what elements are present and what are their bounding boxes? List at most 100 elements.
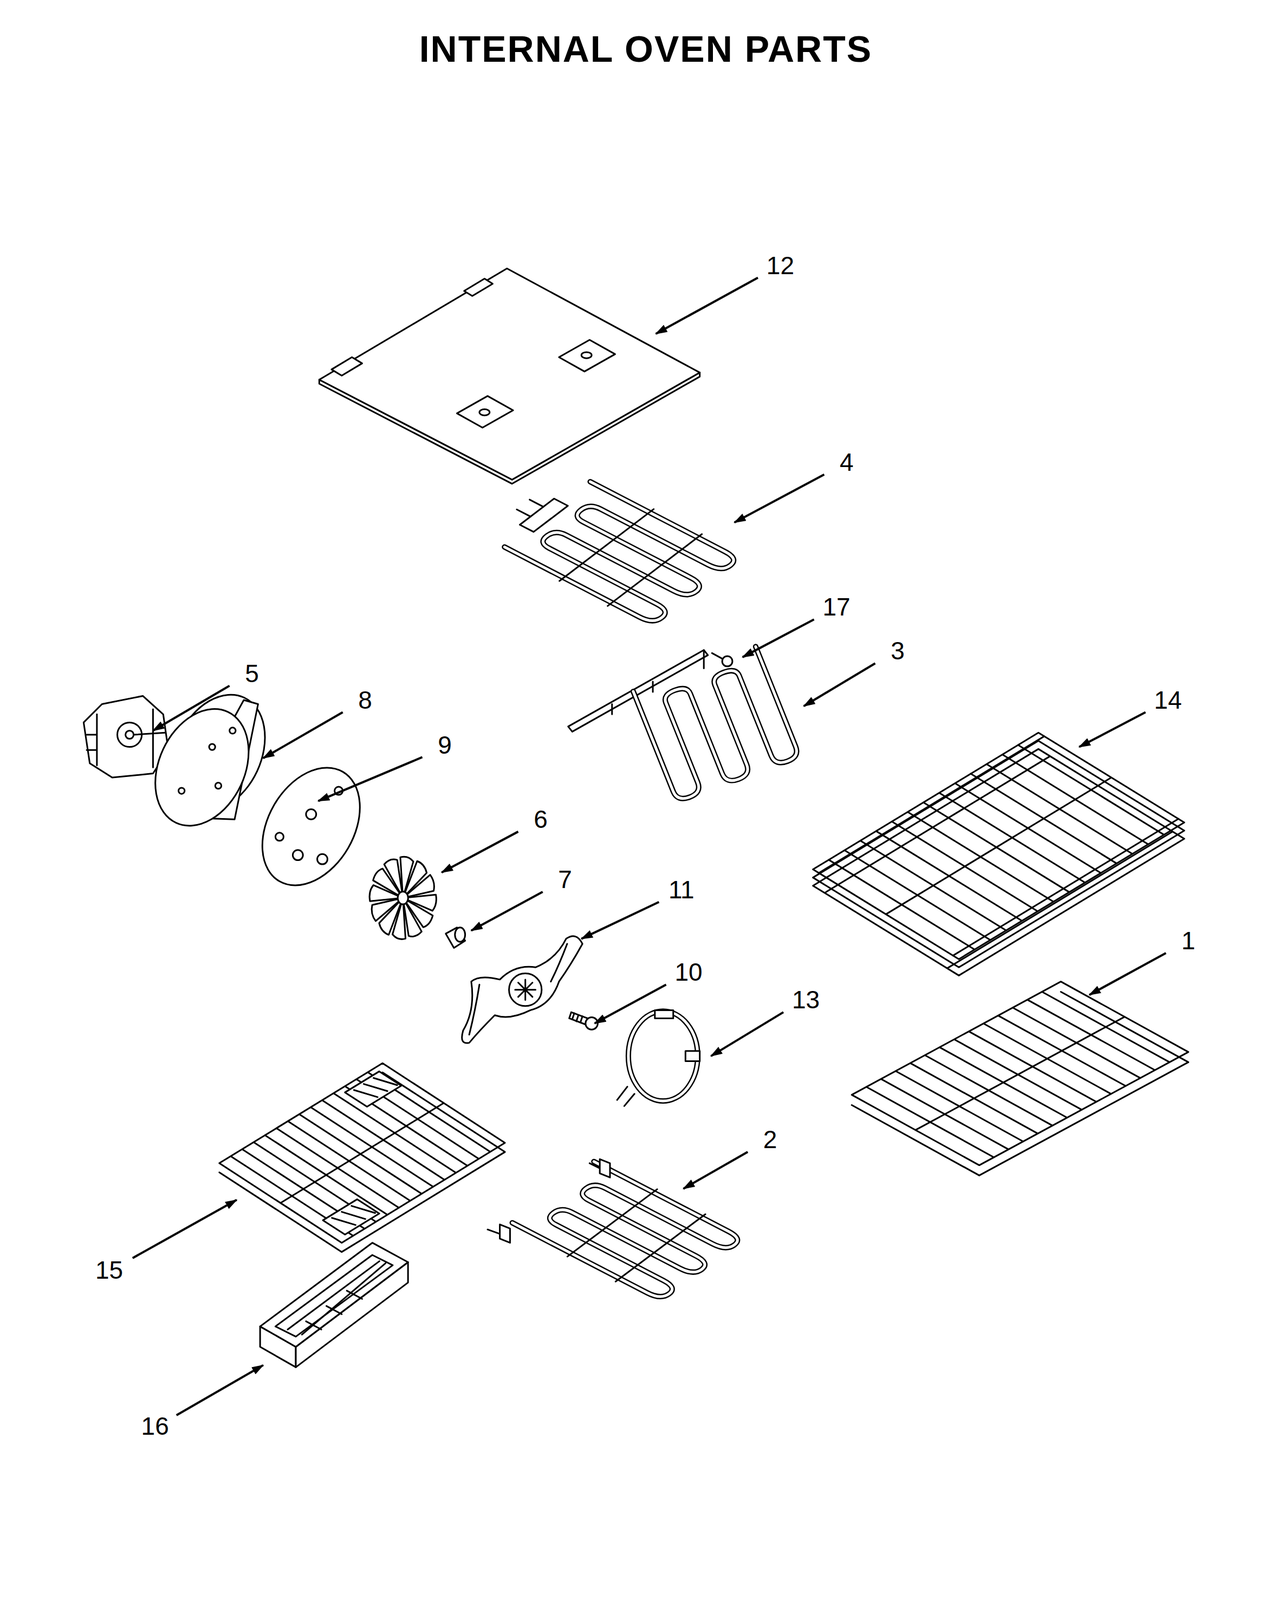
sliding-rack [813, 740, 1185, 968]
oven-rack [851, 981, 1189, 1176]
fan-cover-plate [317, 853, 328, 865]
callout-number: 6 [533, 806, 548, 832]
broil-element [516, 499, 544, 517]
bake-element [567, 1189, 706, 1282]
callout-number: 9 [437, 732, 452, 758]
drip-tray [260, 1242, 408, 1347]
callout-number: 8 [358, 687, 373, 713]
screw [572, 1013, 583, 1023]
drip-tray [260, 1242, 408, 1368]
callout-number: 2 [763, 1126, 778, 1152]
callout-number: 4 [839, 449, 854, 475]
oven-plate [581, 352, 592, 359]
bake-element [568, 646, 800, 802]
broil-element [559, 509, 703, 607]
fan-blade [397, 891, 408, 905]
fan-motor [83, 695, 168, 778]
leader-arrow [176, 1365, 264, 1416]
sliding-rack [813, 740, 1185, 968]
leader-arrow [734, 474, 825, 523]
leader-arrow [132, 277, 1166, 1415]
oven-rack [851, 991, 1189, 1176]
convection-element [617, 1009, 700, 1106]
fan-blade [368, 855, 438, 940]
leader-arrow [132, 1199, 237, 1258]
sliding-rack [813, 732, 1185, 959]
bake-element [633, 646, 800, 802]
fan-cover-plate [306, 808, 317, 820]
oven-rack [241, 1073, 488, 1229]
oven-rack [232, 1071, 492, 1235]
fan-motor [83, 695, 168, 778]
fan-motor [125, 730, 134, 739]
insulation-disk [178, 787, 185, 794]
oven-plate [479, 409, 490, 415]
bake-element [508, 1158, 747, 1303]
broil-element [504, 481, 739, 625]
leader-arrow [263, 712, 343, 759]
oven-rack [851, 981, 1189, 1166]
fan-bracket [469, 943, 568, 1035]
insulation-disk [137, 679, 283, 841]
leader-arrow [803, 663, 876, 706]
fan-cover-plate [242, 750, 380, 903]
fan-cover-plate [292, 849, 303, 861]
broil-element [504, 481, 739, 625]
oven-plate [457, 396, 514, 428]
callout-number: 7 [557, 866, 573, 892]
callout-number: 1 [1181, 927, 1196, 953]
oven-rack [219, 1062, 505, 1252]
screw [722, 656, 733, 667]
callout-number: 14 [1153, 687, 1182, 713]
bake-element [612, 650, 704, 715]
fan-bracket [462, 936, 583, 1043]
screw [711, 652, 724, 659]
bake-element [512, 1161, 743, 1300]
fan-cover-plate [242, 750, 380, 903]
screw [569, 1011, 599, 1030]
callout-number: 15 [95, 1257, 123, 1283]
leader-arrow [581, 901, 659, 939]
fan-cover-plate [275, 832, 284, 841]
fan-nut [455, 927, 466, 942]
oven-plate [319, 268, 700, 484]
leader-arrow [656, 277, 758, 334]
leader-arrow [594, 984, 667, 1024]
convection-element [617, 1086, 635, 1107]
bake-element [487, 1163, 602, 1235]
oven-rack [219, 1062, 505, 1243]
callout-number: 12 [766, 252, 795, 278]
insulation-disk [215, 782, 222, 789]
leader-arrow [710, 1011, 784, 1056]
fan-motor [86, 709, 153, 768]
fan-bracket [515, 979, 536, 1001]
bake-element [599, 1158, 610, 1178]
broil-element [478, 466, 744, 628]
fan-motor [133, 732, 166, 735]
bake-element [500, 1224, 511, 1243]
callout-number: 16 [141, 1413, 170, 1439]
insulation-disk [137, 693, 267, 841]
diagram-title: INTERNAL OVEN PARTS [419, 27, 873, 70]
drip-tray [275, 1254, 393, 1337]
oven-rack [851, 991, 1189, 1176]
callout-number: 3 [890, 638, 905, 664]
drip-tray [287, 1261, 386, 1335]
convection-element [654, 1009, 674, 1018]
leader-arrow [441, 831, 518, 873]
leader-arrow [318, 756, 423, 801]
bake-element [633, 646, 800, 802]
callout-number: 10 [674, 959, 703, 985]
oven-rack [851, 981, 1189, 1166]
oven-plate [331, 357, 362, 376]
insulation-disk [229, 727, 236, 734]
sliding-rack [813, 748, 1185, 976]
bake-element [512, 1161, 743, 1300]
fan-blade [401, 874, 437, 910]
convection-element [685, 1050, 700, 1062]
callout-number: 17 [822, 594, 850, 620]
leader-arrow [683, 1151, 749, 1189]
sliding-rack [813, 732, 1185, 976]
